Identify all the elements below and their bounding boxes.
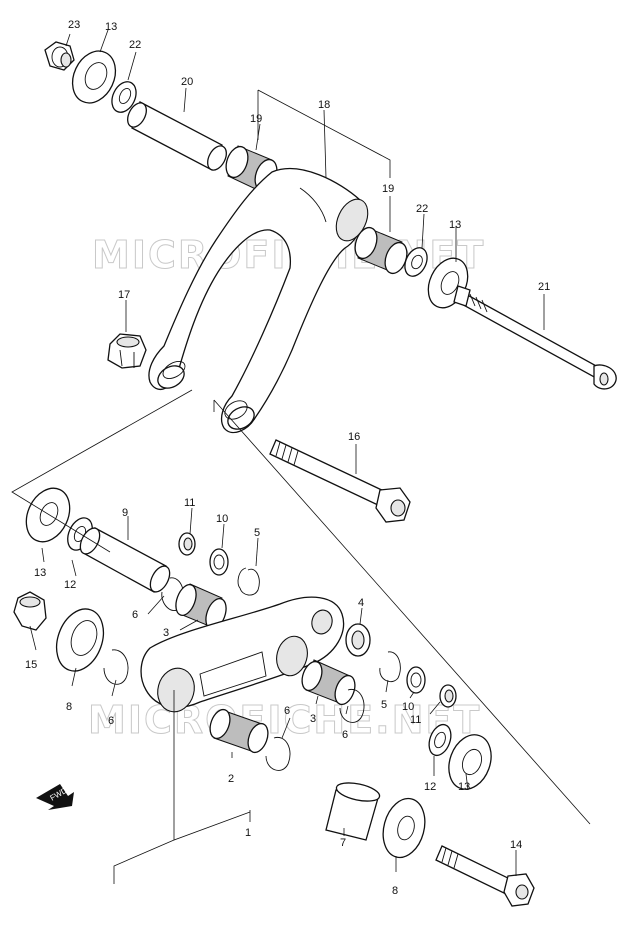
callout-20: 20 [181, 76, 193, 88]
callout-9: 9 [122, 507, 128, 519]
part-6-circlip-bottom [265, 736, 291, 771]
part-16-bolt [269, 439, 411, 523]
callout-5: 5 [254, 527, 260, 539]
part-6-circlip-right [339, 688, 365, 723]
part-14-bolt [435, 845, 535, 907]
callout-11: 11 [184, 497, 195, 509]
part-3-bearing-lower [301, 659, 356, 706]
callout-23: 23 [68, 19, 80, 31]
callout-13: 13 [458, 781, 470, 793]
part-20-spacer [127, 101, 227, 171]
part-8-washer-lower [382, 797, 426, 859]
leader-lines [11, 29, 591, 884]
part-1-cushion-rod [140, 596, 345, 713]
part-12-washer-lower-right [428, 723, 452, 757]
part-8-washer-left [55, 608, 105, 672]
part-15-nut [13, 591, 47, 631]
callout-12: 12 [64, 579, 76, 591]
part-17-nut [107, 333, 147, 369]
part-7-spacer [325, 782, 381, 841]
part-13-washer-lower-left [25, 487, 71, 543]
callout-22: 22 [129, 39, 141, 51]
callout-18: 18 [318, 99, 330, 111]
callout-17: 17 [118, 289, 130, 301]
fwd-arrow-icon: FWD [36, 784, 74, 810]
callout-13: 13 [105, 21, 117, 33]
part-5-circlip-lower [379, 651, 401, 682]
part-3-bearing-upper [175, 583, 227, 630]
callout-12: 12 [424, 781, 436, 793]
callout-21: 21 [538, 281, 550, 293]
callout-2: 2 [228, 773, 234, 785]
callout-19: 19 [250, 113, 262, 125]
part-9-spacer [79, 527, 171, 593]
part-11-seal-lower [439, 684, 457, 708]
watermark-bottom: MICROFICHE.NET [88, 698, 481, 742]
part-4-collar [345, 623, 371, 657]
callout-15: 15 [25, 659, 37, 671]
part-19-bearing-right [354, 226, 408, 275]
callout-16: 16 [348, 431, 360, 443]
part-11-seal [178, 532, 196, 556]
part-23-nut [44, 41, 75, 71]
callout-6: 6 [284, 705, 290, 717]
callout-13: 13 [449, 219, 461, 231]
part-13-washer-lower-right [448, 734, 492, 790]
callout-10: 10 [402, 701, 414, 713]
part-2-bearing [209, 708, 269, 754]
callout-13: 13 [34, 567, 46, 579]
callout-19: 19 [382, 183, 394, 195]
callout-5: 5 [381, 699, 387, 711]
callout-6: 6 [108, 715, 114, 727]
part-22-washer-right [404, 247, 428, 277]
part-10-washer [209, 548, 229, 576]
callout-3: 3 [163, 627, 169, 639]
part-18-cushion-lever [148, 167, 369, 434]
callout-11: 11 [410, 714, 421, 726]
callout-8: 8 [66, 701, 72, 713]
callout-1: 1 [245, 827, 251, 839]
callout-3: 3 [310, 713, 316, 725]
callout-7: 7 [340, 837, 346, 849]
part-13-washer [71, 50, 117, 104]
part-6-circlip-left [103, 649, 129, 685]
callout-8: 8 [392, 885, 398, 897]
part-5-circlip [237, 567, 260, 596]
callout-22: 22 [416, 203, 428, 215]
callout-10: 10 [216, 513, 228, 525]
callout-6: 6 [342, 729, 348, 741]
callout-labels: 23 13 22 20 18 19 19 22 13 21 17 16 9 11… [25, 19, 550, 897]
part-21-bolt [453, 285, 617, 390]
callout-4: 4 [358, 597, 364, 609]
callout-6: 6 [132, 609, 138, 621]
callout-14: 14 [510, 839, 522, 851]
part-22-washer [111, 81, 137, 113]
part-10-washer-lower [406, 666, 426, 694]
